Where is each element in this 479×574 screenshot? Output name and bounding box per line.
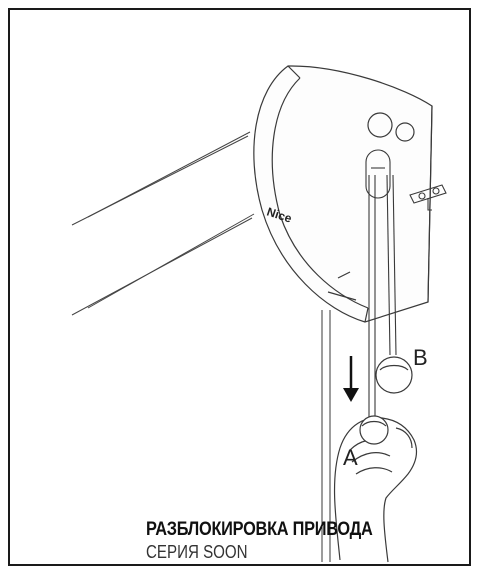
- housing-body: [253, 65, 433, 323]
- knob-b: [375, 356, 413, 394]
- knob-a-shade: [361, 420, 387, 427]
- housing-vent-mark: [337, 271, 351, 279]
- rail-line-upper-2: [87, 131, 251, 218]
- housing-bevel-bottom: [364, 307, 369, 323]
- bracket-screw-1: [418, 192, 426, 200]
- knob-b-shade: [379, 364, 409, 371]
- bracket-plate: [409, 184, 447, 204]
- cord-b-right: [392, 174, 397, 356]
- bracket-tab: [427, 198, 432, 211]
- label-b: B: [413, 345, 428, 370]
- housing-side: [427, 105, 433, 303]
- finger-3: [355, 467, 393, 475]
- housing-bevel-top: [287, 65, 301, 79]
- knob-b-ball: [375, 356, 413, 394]
- bracket-screw-2: [432, 187, 440, 195]
- unlock-cord-pulley: [365, 149, 397, 420]
- pull-arrow: [343, 356, 359, 402]
- rail-lines: [71, 131, 255, 316]
- thumb: [395, 427, 413, 449]
- caption: РАЗБЛОКИРОВКА ПРИВОДА СЕРИЯ SOON: [146, 520, 409, 561]
- motor-housing: [253, 65, 433, 323]
- pull-arrow-head: [343, 388, 359, 402]
- knob-a-ball: [359, 415, 389, 445]
- cord-b-left: [386, 174, 391, 356]
- wall-bracket: [409, 184, 447, 211]
- caption-title: РАЗБЛОКИРОВКА ПРИВОДА: [146, 519, 373, 540]
- unlock-illustration: Nice B: [71, 65, 447, 563]
- hand-pulling-knob-a: [333, 415, 418, 563]
- pulley-housing: [365, 149, 391, 199]
- housing-hole-large: [367, 112, 393, 138]
- housing-base-mark: [327, 291, 357, 301]
- guide-rod: [321, 310, 331, 562]
- rail-line-lower-2: [87, 213, 255, 309]
- finger-2: [351, 452, 391, 463]
- page-frame: Nice B: [8, 8, 471, 566]
- housing-inner-edge: [271, 77, 369, 309]
- housing-hole-small: [395, 122, 415, 142]
- caption-subtitle: СЕРИЯ SOON: [146, 542, 248, 562]
- hand-outline: [333, 417, 418, 563]
- label-a: A: [343, 445, 358, 470]
